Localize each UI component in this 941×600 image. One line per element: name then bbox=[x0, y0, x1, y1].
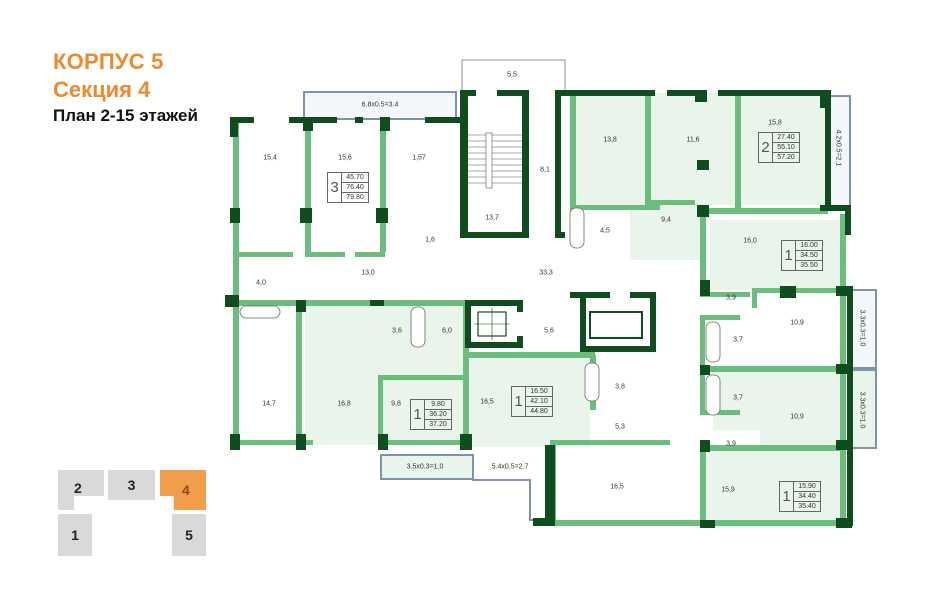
room-area-label: 5,5 bbox=[507, 71, 517, 79]
room-area-label: 11,6 bbox=[686, 136, 700, 144]
room-area-label: 13,7 bbox=[485, 214, 499, 222]
balcony-label: 4.2x0.5=2.1 bbox=[834, 129, 842, 167]
room-area-label: 33,3 bbox=[539, 269, 553, 277]
room-area-label: 9,4 bbox=[661, 216, 671, 224]
utility-room bbox=[589, 311, 643, 339]
section-1-label: 1 bbox=[71, 527, 79, 543]
elevator-cab bbox=[474, 308, 510, 340]
room-area-label: 1,6 bbox=[425, 236, 435, 244]
room-area-label: 5,6 bbox=[544, 327, 554, 335]
total-area-with-balcony: 35.50 bbox=[800, 262, 818, 269]
apartment-badge-1room[interactable]: 1 15.90 34.40 35.40 bbox=[779, 481, 821, 512]
room-area-label: 8,1 bbox=[540, 166, 550, 174]
total-area: 34.50 bbox=[796, 251, 822, 261]
room-area-label: 15,9 bbox=[721, 486, 735, 494]
total-area-with-balcony: 57.20 bbox=[777, 154, 795, 161]
total-area: 36.20 bbox=[425, 410, 451, 420]
total-area: 34.40 bbox=[794, 492, 820, 502]
living-area: 9.80 bbox=[425, 400, 451, 410]
room-area-label: 13,8 bbox=[603, 136, 617, 144]
room-area-label: 16,8 bbox=[337, 400, 351, 408]
floor-plan-subtitle: План 2-15 этажей bbox=[53, 106, 198, 125]
section-title: Секция 4 bbox=[53, 77, 151, 102]
room-area-label: 3,7 bbox=[733, 394, 743, 402]
balcony-label: 5.4x0.5=2.7 bbox=[491, 463, 529, 471]
balcony-label: 3.3x0.3=1.0 bbox=[858, 309, 866, 347]
section-5-label: 5 bbox=[185, 527, 193, 543]
bathtubs bbox=[239, 207, 721, 416]
living-area: 45.70 bbox=[342, 173, 368, 183]
room-area-label: 6,0 bbox=[442, 327, 452, 335]
room-area-label: 3,6 bbox=[392, 327, 402, 335]
room-count: 1 bbox=[411, 400, 425, 429]
structural-walls bbox=[225, 90, 853, 528]
room-area-label: 13,0 bbox=[361, 269, 375, 277]
room-count: 1 bbox=[780, 482, 794, 511]
room-area-label: 16,5 bbox=[610, 483, 624, 491]
room-area-label: 16,5 bbox=[480, 398, 494, 406]
apartment-badge-1room[interactable]: 1 16.00 34.50 35.50 bbox=[781, 240, 823, 271]
apartment-badge-1room[interactable]: 1 16.50 42.10 44.80 bbox=[511, 386, 553, 417]
room-area-label: 15,4 bbox=[263, 154, 277, 162]
total-area: 42.10 bbox=[526, 397, 552, 407]
title-block: КОРПУС 5 Секция 4 План 2-15 этажей bbox=[53, 48, 198, 128]
total-area-with-balcony: 79.80 bbox=[346, 194, 364, 201]
section-2-label: 2 bbox=[74, 480, 82, 496]
room-area-label: 9,8 bbox=[391, 400, 401, 408]
balcony-label: 6.8x0.5=3.4 bbox=[361, 101, 399, 109]
room-area-label: 3,9 bbox=[726, 294, 736, 302]
room-area-label: 16,0 bbox=[743, 237, 757, 245]
section-1-button[interactable]: 1 bbox=[58, 514, 92, 556]
room-area-label: 5,3 bbox=[615, 423, 625, 431]
section-3-button[interactable]: 3 bbox=[108, 470, 155, 500]
room-area-label: 15,6 bbox=[338, 154, 352, 162]
section-3-label: 3 bbox=[127, 477, 136, 493]
room-area-label: 10,9 bbox=[790, 413, 804, 421]
room-area-label: 4,0 bbox=[256, 279, 266, 287]
apartment-badge-2room[interactable]: 2 27.40 55.10 57.20 bbox=[758, 132, 800, 163]
total-area: 76.40 bbox=[342, 183, 368, 193]
room-count: 1 bbox=[512, 387, 526, 416]
room-area-label: 3,7 bbox=[733, 336, 743, 344]
balcony-label: 3.5x0.3=1.0 bbox=[406, 463, 444, 471]
total-area: 55.10 bbox=[773, 143, 799, 153]
room-area-label: 14,7 bbox=[262, 400, 276, 408]
balcony-label: 3.3x0.3=1.0 bbox=[858, 391, 866, 429]
room-area-label: 15,8 bbox=[768, 119, 782, 127]
room-area-label: 3,8 bbox=[615, 383, 625, 391]
living-area: 16.50 bbox=[526, 387, 552, 397]
section-4-label: 4 bbox=[182, 482, 190, 498]
section-5-button[interactable]: 5 bbox=[172, 514, 206, 556]
total-area-with-balcony: 44.80 bbox=[530, 408, 548, 415]
apartment-badge-1room[interactable]: 1 9.80 36.20 37.20 bbox=[410, 399, 452, 430]
total-area-with-balcony: 35.40 bbox=[798, 503, 816, 510]
living-area: 15.90 bbox=[794, 482, 820, 492]
apartment-badge-3room[interactable]: 3 45.70 76.40 79.80 bbox=[327, 172, 369, 203]
staircase bbox=[468, 132, 522, 189]
living-area: 27.40 bbox=[773, 133, 799, 143]
building-title: КОРПУС 5 bbox=[53, 49, 164, 74]
living-area: 16.00 bbox=[796, 241, 822, 251]
room-count: 3 bbox=[328, 173, 342, 202]
total-area-with-balcony: 37.20 bbox=[429, 421, 447, 428]
room-count: 2 bbox=[759, 133, 773, 162]
room-count: 1 bbox=[782, 241, 796, 270]
room-area-label: 4,5 bbox=[600, 227, 610, 235]
room-area-label: 10,9 bbox=[790, 319, 804, 327]
room-area-label: 1,57 bbox=[412, 154, 426, 162]
room-area-label: 3,9 bbox=[726, 440, 736, 448]
